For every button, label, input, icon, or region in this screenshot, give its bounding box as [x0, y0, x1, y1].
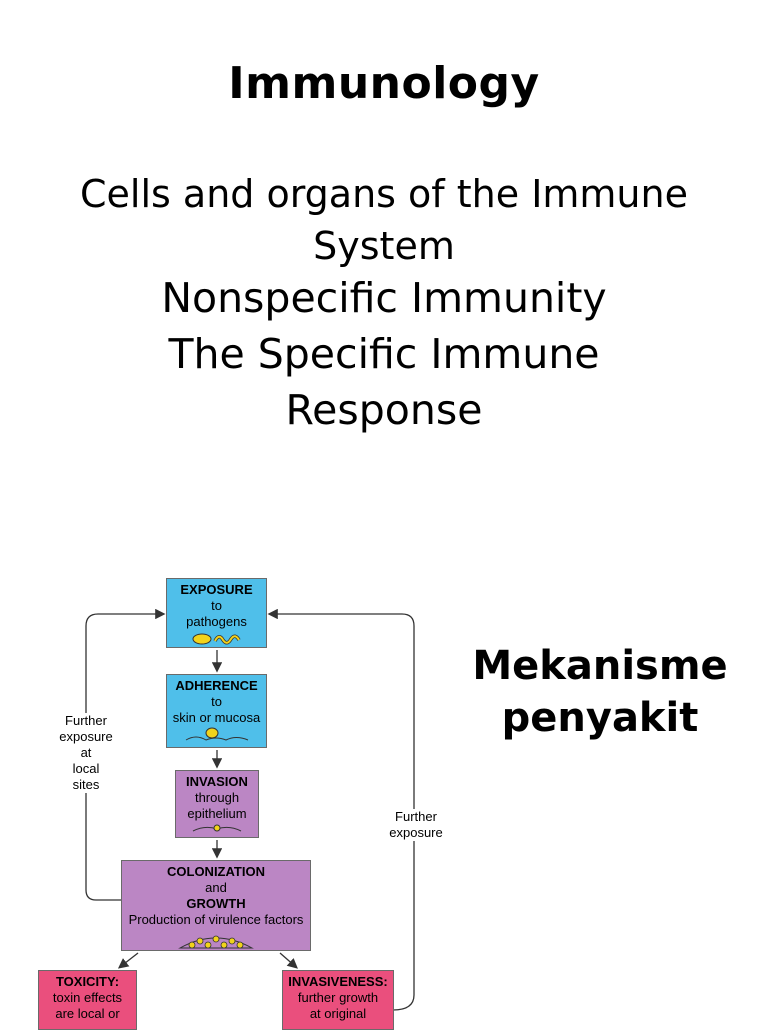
invasiveness-heading: INVASIVENESS:	[288, 974, 388, 989]
colonization-line-2: Production of virulence factors	[128, 912, 304, 927]
left-loop-label-3: at	[80, 745, 92, 760]
pathogenesis-diagram: EXPOSURE to pathogens ADHERENCE to skin …	[0, 570, 460, 1030]
invasion-box: INVASION through epithelium	[175, 770, 259, 838]
left-loop-label-4: local	[72, 761, 100, 776]
adherence-line-2: skin or mucosa	[172, 710, 261, 725]
colonization-heading: COLONIZATION	[167, 864, 265, 879]
pathogen-icon	[192, 633, 241, 645]
side-title-line-1: Mekanisme	[472, 643, 728, 689]
colonization-line-1: and	[205, 880, 227, 895]
side-title-line-2: penyakit	[501, 695, 699, 741]
right-loop-label: Further exposure	[382, 809, 450, 841]
toxicity-box: TOXICITY: toxin effects are local or	[38, 970, 137, 1030]
adherence-box: ADHERENCE to skin or mucosa	[166, 674, 267, 748]
subtitle-line-1: Cells and organs of the Immune	[80, 172, 688, 216]
right-loop-label-2: exposure	[389, 825, 443, 840]
exposure-line-2: pathogens	[186, 614, 247, 629]
side-title: Mekanisme penyakit	[455, 640, 745, 744]
right-loop-label-1: Further	[395, 809, 437, 824]
subtitle-line-2: System	[313, 224, 455, 268]
invasion-line-2: epithelium	[187, 806, 247, 821]
invasiveness-line-2: at original	[309, 1006, 367, 1021]
topic-list: Nonspecific Immunity The Specific Immune…	[0, 270, 768, 438]
topic-nonspecific-immunity: Nonspecific Immunity	[161, 274, 607, 322]
left-loop-label-1: Further	[65, 713, 107, 728]
invasiveness-box: INVASIVENESS: further growth at original	[282, 970, 394, 1030]
arrow-to-toxicity	[117, 952, 139, 969]
exposure-heading: EXPOSURE	[180, 582, 253, 597]
slide-title: Immunology	[228, 58, 540, 109]
subtitle: Cells and organs of the Immune System	[0, 168, 768, 272]
exposure-line-1: to	[211, 598, 222, 613]
arrow-right-loop	[267, 608, 415, 1011]
toxicity-line-2: are local or	[55, 1006, 120, 1021]
topic-response: Response	[285, 386, 483, 434]
toxicity-heading: TOXICITY:	[55, 974, 120, 989]
left-loop-label-5: sites	[72, 777, 100, 792]
adherence-surface-icon	[185, 727, 248, 741]
bacterial-colony-icon	[178, 935, 254, 949]
invasion-line-1: through	[194, 790, 240, 805]
adherence-heading: ADHERENCE	[175, 678, 258, 693]
topic-specific-immune: The Specific Immune	[168, 330, 600, 378]
exposure-box: EXPOSURE to pathogens	[166, 578, 267, 648]
invasion-heading: INVASION	[186, 774, 248, 789]
colonization-box: COLONIZATION and GROWTH Production of vi…	[121, 860, 311, 951]
toxicity-line-1: toxin effects	[52, 990, 123, 1005]
epithelium-icon	[192, 824, 242, 832]
arrow-to-invasiveness	[279, 952, 298, 969]
growth-heading: GROWTH	[186, 896, 246, 911]
invasiveness-line-1: further growth	[297, 990, 379, 1005]
left-loop-label: Further exposure at local sites	[54, 713, 118, 793]
left-loop-label-2: exposure	[59, 729, 113, 744]
adherence-line-1: to	[211, 694, 222, 709]
